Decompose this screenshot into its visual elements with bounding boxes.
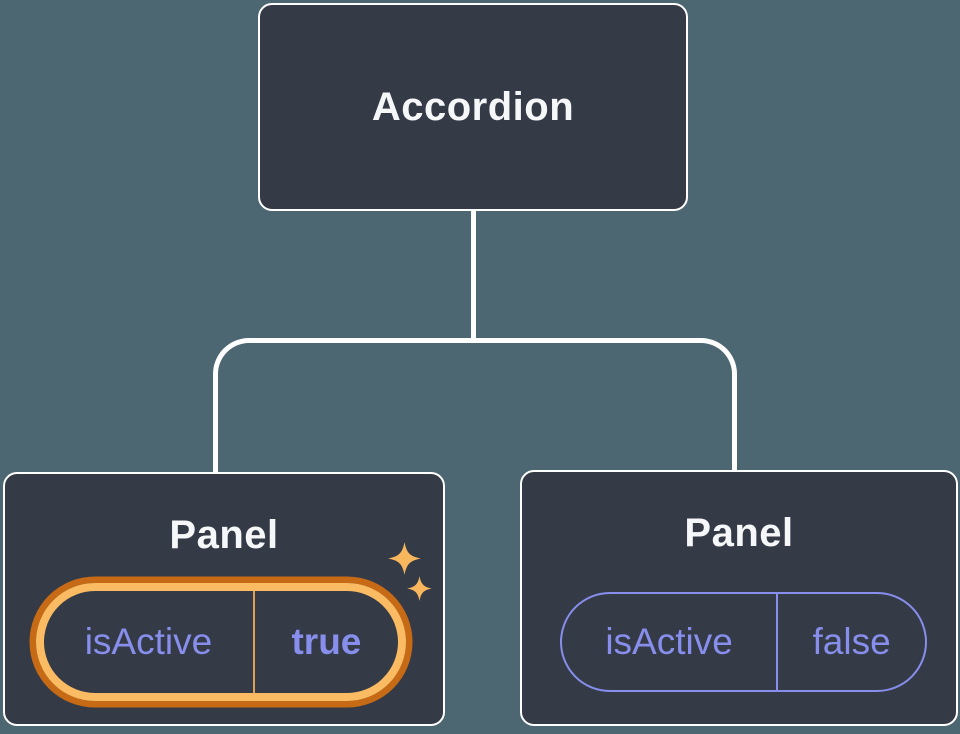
- state-pill-inactive: isActive false: [560, 592, 927, 692]
- state-value-label: true: [252, 591, 398, 693]
- panel-active-label: Panel: [169, 513, 279, 557]
- accordion-label: Accordion: [371, 84, 575, 129]
- state-value-label: false: [776, 594, 925, 690]
- state-key-label: isActive: [84, 621, 213, 662]
- panel-inactive-label: Panel: [684, 511, 794, 555]
- component-box-panel-inactive: Panel isActive false: [520, 470, 958, 726]
- state-pill-active: isActive true: [36, 583, 406, 701]
- state-key-label: isActive: [605, 621, 733, 662]
- component-box-panel-active: Panel isActive true: [3, 472, 445, 726]
- component-box-accordion: Accordion: [258, 3, 688, 211]
- sparkle-icon: [407, 576, 432, 601]
- connector-stem: [471, 206, 476, 343]
- connector-branch: [213, 338, 737, 472]
- sparkle-icon: [388, 542, 421, 575]
